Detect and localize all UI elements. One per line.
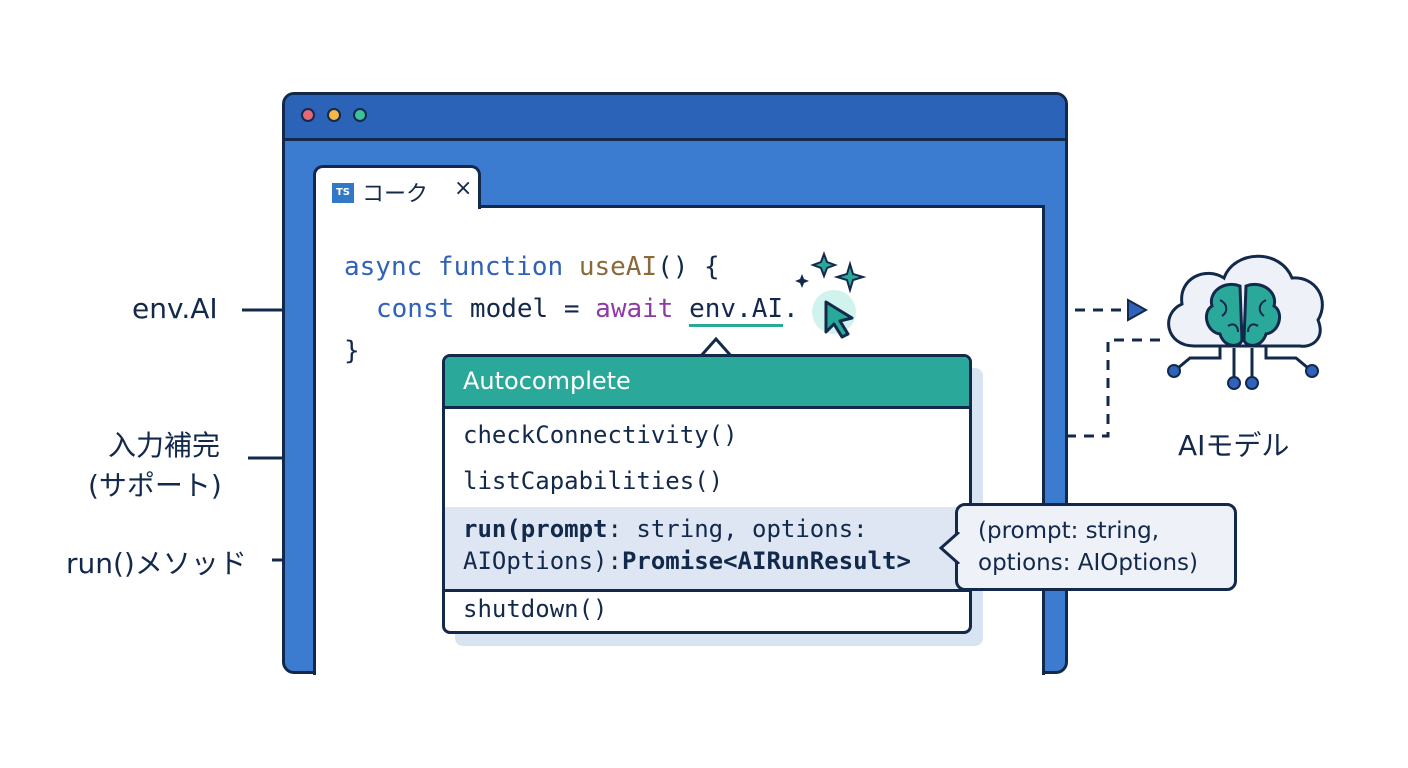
code-keyword: async function: [344, 252, 564, 282]
selected-item-highlight: [445, 507, 969, 589]
autocomplete-item-run[interactable]: run(prompt: string, options:: [463, 515, 868, 543]
tooltip-line: (prompt: string,: [978, 518, 1160, 544]
code-line-3: }: [344, 336, 360, 366]
code-text: () {: [657, 252, 720, 282]
popup-header: Autocomplete: [445, 357, 969, 409]
autocomplete-item-run-continued[interactable]: AIOptions):Promise<AIRunResult>: [463, 547, 911, 575]
minimize-dot-icon[interactable]: [327, 108, 341, 122]
code-await: await: [595, 294, 674, 324]
autocomplete-item[interactable]: shutdown(): [463, 595, 608, 623]
tab-label: コーク: [362, 182, 429, 207]
typescript-icon: TS: [332, 183, 354, 203]
close-icon[interactable]: ×: [454, 176, 473, 201]
run-signature-text: : string, options:: [607, 515, 868, 543]
label-run-method: run()メソッド: [66, 547, 247, 580]
autocomplete-item[interactable]: listCapabilities(): [463, 467, 724, 495]
label-ai-model: AIモデル: [1178, 429, 1290, 462]
close-dot-icon[interactable]: [301, 108, 315, 122]
code-line-2: const model = await env.AI.: [376, 294, 799, 327]
run-return-type: Promise<AIRunResult>: [621, 547, 911, 575]
code-keyword: const: [376, 294, 455, 324]
editor-tab[interactable]: TS コーク ×: [313, 165, 481, 209]
popup-pointer: [700, 336, 732, 358]
code-function-name: useAI: [578, 252, 658, 282]
autocomplete-popup: Autocomplete checkConnectivity() listCap…: [442, 354, 972, 634]
maximize-dot-icon[interactable]: [353, 108, 367, 122]
code-text: model =: [454, 294, 596, 324]
popup-title: Autocomplete: [463, 367, 631, 395]
label-input-completion: 入力補完: [108, 429, 221, 462]
run-signature-text: AIOptions):: [463, 547, 622, 575]
label-env-ai: env.AI: [132, 292, 218, 325]
code-env-ai: env.AI: [689, 294, 784, 327]
autocomplete-item[interactable]: checkConnectivity(): [463, 421, 738, 449]
cursor-arrow-icon: [812, 290, 856, 339]
tooltip-pointer: [938, 532, 960, 564]
tooltip-line: options: AIOptions): [978, 550, 1199, 576]
label-input-completion-sub: (サポート): [88, 469, 222, 502]
sparkle-icon: [795, 251, 867, 294]
code-dot: .: [783, 294, 799, 324]
signature-tooltip: (prompt: string, options: AIOptions): [955, 503, 1237, 591]
divider: [445, 589, 969, 592]
code-line-1: async function useAI() {: [344, 252, 720, 282]
title-bar: [285, 95, 1065, 141]
cloud-brain-icon: [1167, 254, 1324, 390]
run-signature-bold: run(prompt: [463, 515, 608, 543]
